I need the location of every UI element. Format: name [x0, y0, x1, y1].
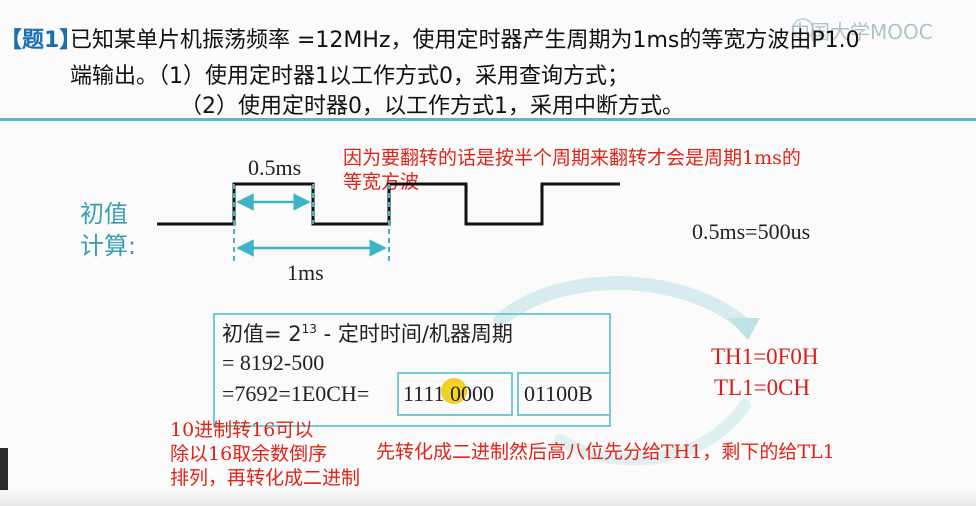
tl1-result: TL1=0CH — [714, 375, 811, 400]
dec-hex-line-3: 排列，再转化成二进制 — [170, 467, 361, 489]
dec-hex-note: 10进制转16可以 除以16取余数倒序 排列，再转化成二进制 — [170, 418, 360, 490]
formula-box — [213, 313, 611, 427]
th1-result: TH1=0F0H — [711, 344, 819, 369]
bottom-shadow — [0, 490, 976, 506]
flow-arrow-bottom — [554, 399, 751, 466]
problem-line-3: （2）使用定时器0，以工作方式1，采用中断方式。 — [180, 94, 684, 119]
half-period-conversion: 0.5ms=500us — [692, 219, 811, 244]
low-bits-box — [517, 372, 611, 416]
formula-exponent: 13 — [301, 322, 317, 336]
problem-line-2: 端输出。（1）使用定时器1以工作方式0，采用查询方式； — [70, 64, 629, 89]
problem-line-1: 已知某单片机振荡频率 =12MHz，使用定时器产生周期为1ms的等宽方波由P1.… — [70, 28, 860, 53]
half-period-label: 0.5ms — [248, 155, 302, 180]
low-bits-value: 01100B — [524, 381, 593, 406]
high-bits-value: 1111 0000 — [403, 381, 495, 406]
watermark: 中国大学MOOC — [790, 20, 933, 44]
flip-note-line-1: 因为要翻转的话是按半个周期来翻转才会是周期1ms的 — [343, 147, 801, 169]
label-line-1: 初值 — [80, 200, 128, 228]
flow-arrowhead — [728, 318, 760, 340]
label-line-2: 计算: — [80, 232, 137, 260]
binary-split-note: 先转化成二进制然后高八位先分给TH1，剩下的给TL1 — [376, 441, 835, 463]
formula-line-1: 初值= 213 - 定时时间/机器周期 — [222, 318, 513, 348]
pointer-highlight — [441, 378, 467, 404]
full-period-label: 1ms — [287, 260, 324, 285]
dec-hex-line-1: 10进制转16可以 — [170, 419, 314, 441]
high-bits-box — [397, 372, 513, 416]
header-divider — [0, 118, 976, 121]
window-edge — [0, 448, 8, 506]
flip-note-line-2: 等宽方波 — [343, 171, 420, 193]
formula-line-3: =7692=1E0CH= — [222, 381, 370, 406]
dec-hex-line-2: 除以16取余数倒序 — [170, 443, 328, 465]
flip-note: 因为要翻转的话是按半个周期来翻转才会是周期1ms的 等宽方波 — [343, 146, 801, 194]
initial-value-label: 初值 计算: — [80, 198, 136, 262]
flow-arrow-top — [493, 276, 752, 332]
mooc-logo-icon — [792, 18, 814, 40]
question-tag: 【题1】 — [0, 28, 82, 53]
formula-prefix: 初值= 2 — [222, 322, 302, 346]
formula-line-2: = 8192-500 — [222, 350, 325, 375]
formula-suffix: - 定时时间/机器周期 — [316, 322, 513, 346]
